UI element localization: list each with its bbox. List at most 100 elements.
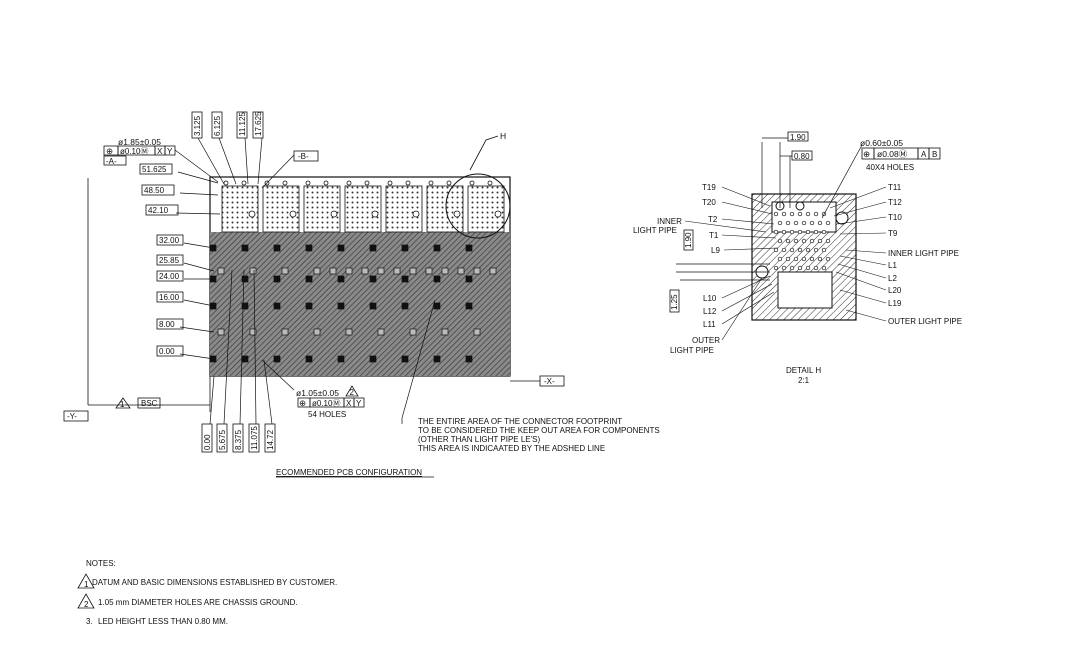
- detail-hole: [805, 247, 811, 253]
- detail-hole: [785, 220, 791, 226]
- chassis-hole: [425, 267, 433, 275]
- chassis-hole: [393, 267, 401, 275]
- svg-text:-X-: -X-: [544, 377, 555, 386]
- chassis-hole: [345, 328, 353, 336]
- outer-light-pipe-left: LIGHT PIPE: [670, 346, 714, 355]
- left-dim-value: 51.625: [142, 165, 167, 174]
- detail-left-label: T19: [702, 183, 716, 192]
- detail-hole: [797, 229, 803, 235]
- chassis-hole: [241, 302, 249, 310]
- svg-text:-B-: -B-: [298, 152, 309, 161]
- chassis-hole: [433, 355, 441, 363]
- chassis-hole: [249, 267, 257, 275]
- detail-left-label: L10: [703, 294, 717, 303]
- position-symbol: ⊕: [299, 398, 306, 408]
- chassis-hole: [465, 302, 473, 310]
- bottom-dim-box: [232, 423, 244, 453]
- datum-hole-fcf-tol: ø0.10Ⓜ: [120, 147, 148, 156]
- inner-light-pipe-left: LIGHT PIPE: [633, 226, 677, 235]
- notes-heading: NOTES:: [86, 559, 116, 568]
- light-pipe-hole: [241, 180, 247, 186]
- chassis-hole: [281, 328, 289, 336]
- chassis-hole: [369, 302, 377, 310]
- detail-callout-letter: H: [500, 131, 506, 141]
- detail-hole: [805, 229, 811, 235]
- svg-text:ø0.10Ⓜ: ø0.10Ⓜ: [312, 399, 340, 408]
- left-dim-box: [145, 204, 179, 216]
- detail-right-label: L2: [888, 274, 897, 283]
- detail-hole: [781, 229, 787, 235]
- detail-hole: [785, 256, 791, 262]
- detail-hole: [813, 211, 819, 217]
- detail-right-label: T11: [888, 183, 902, 192]
- light-pipe-hole: [487, 180, 493, 186]
- detail-hole: [789, 265, 795, 271]
- port-opening: [385, 185, 423, 233]
- detail-hole: [809, 256, 815, 262]
- chassis-hole: [337, 355, 345, 363]
- detail-hole: [813, 265, 819, 271]
- note-1-text: DATUM AND BASIC DIMENSIONS ESTABLISHED B…: [92, 578, 337, 587]
- detail-hole: [801, 238, 807, 244]
- light-pipe-hole: [494, 210, 502, 218]
- keepout-note: THE ENTIRE AREA OF THE CONNECTOR FOOTPRI…: [418, 417, 660, 453]
- detail-hole: [813, 247, 819, 253]
- detail-hole: [773, 211, 779, 217]
- light-pipe-hole: [428, 180, 434, 186]
- chassis-hole: [329, 267, 337, 275]
- light-pipe-hole: [323, 180, 329, 186]
- left-dim-box: [139, 163, 173, 175]
- svg-text:1: 1: [84, 580, 89, 589]
- chassis-hole: [441, 328, 449, 336]
- chassis-hole: [337, 302, 345, 310]
- svg-text:-Y-: -Y-: [67, 412, 77, 421]
- detail-hole: [777, 220, 783, 226]
- detail-right-label: L20: [888, 286, 902, 295]
- detail-hole: [773, 247, 779, 253]
- port-opening: [426, 185, 464, 233]
- chassis-hole-grid: [209, 244, 497, 363]
- top-dim-box: [252, 111, 264, 139]
- detail-hole: [817, 220, 823, 226]
- detail-hole: [825, 256, 831, 262]
- light-pipe-hole: [289, 210, 297, 218]
- chassis-hole: [217, 267, 225, 275]
- svg-text:1.25: 1.25: [670, 294, 679, 310]
- chassis-hole: [369, 275, 377, 283]
- datum-hole-fcf-ref2: Y: [167, 147, 173, 156]
- left-dim-value: 48.50: [144, 186, 165, 195]
- detail-hole: [809, 220, 815, 226]
- chassis-hole: [281, 267, 289, 275]
- light-pipe-hole: [282, 180, 288, 186]
- position-symbol: ⊕: [863, 149, 870, 159]
- detail-hole: [821, 265, 827, 271]
- detail-hole: [773, 265, 779, 271]
- datum-x: -X-: [539, 375, 565, 387]
- top-dim-value: 17.625: [254, 111, 263, 136]
- left-dim-box: [156, 291, 184, 303]
- chassis-hole: [369, 244, 377, 252]
- left-dim-value: 16.00: [159, 293, 180, 302]
- detail-hole: [777, 238, 783, 244]
- main-footprint: [87, 135, 540, 425]
- chassis-hole: [345, 267, 353, 275]
- detail-hole: [797, 265, 803, 271]
- detail-left-label: T2: [708, 215, 718, 224]
- detail-h-top-dims: 1.90 0.80: [787, 131, 813, 161]
- light-pipe-hole: [387, 180, 393, 186]
- svg-text:BSC: BSC: [141, 399, 158, 408]
- keepout-hatched-area: [210, 232, 510, 376]
- top-dim-value: 3.125: [193, 115, 202, 136]
- svg-text:3.: 3.: [86, 617, 93, 626]
- chassis-hole: [305, 275, 313, 283]
- detail-right-label: INNER LIGHT PIPE: [888, 249, 959, 258]
- detail-right-label: OUTER LIGHT PIPE: [888, 317, 962, 326]
- light-pipe-hole: [248, 210, 256, 218]
- detail-hole: [801, 220, 807, 226]
- detail-hole: [813, 229, 819, 235]
- detail-hole: [785, 238, 791, 244]
- left-dim-value: 25.85: [159, 256, 180, 265]
- svg-text:1.90: 1.90: [790, 133, 806, 142]
